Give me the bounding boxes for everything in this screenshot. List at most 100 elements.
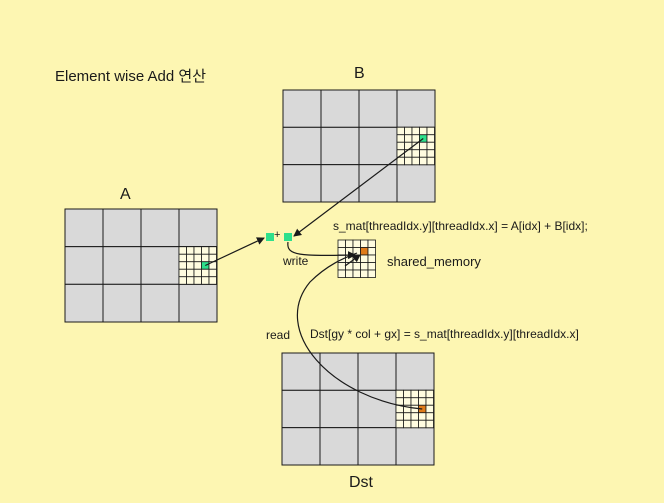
matrix-dst-thread-cell [418,397,427,406]
shared-memory-cell [345,247,354,256]
matrix-dst-block-cell [395,427,435,466]
matrix-dst-thread-cell [418,389,427,399]
matrix-b-thread-cell [419,156,428,166]
shared-memory-cell [337,269,346,278]
matrix-a-thread-cell [193,268,202,278]
matrix-b-thread-cell [396,126,405,136]
matrix-dst-thread-cell [425,389,434,399]
matrix-b-block-cell [282,164,322,203]
matrix-b-block-cell [396,164,436,203]
matrix-a-thread-cell [201,268,210,278]
matrix-a-thread-cell [186,246,195,255]
matrix-dst-thread-cell [425,404,434,414]
shared-memory-cell [367,239,376,248]
matrix-a-block-cell [64,208,104,248]
matrix-a-block-cell [102,208,142,248]
matrix-dst-thread-cell [395,389,404,399]
matrix-a-block-cell [178,283,218,323]
shared-memory-cell [367,254,376,263]
matrix-dst-thread-cell [425,412,434,421]
store-statement: Dst[gy * col + gx] = s_mat[threadIdx.y][… [310,327,579,341]
matrix-b-thread-cell [411,149,420,158]
matrix-b-thread-cell [404,149,413,158]
matrix-dst-block-cell [357,427,397,466]
matrix-dst-block-cell [281,389,321,429]
matrix-dst-matrix [281,352,435,466]
matrix-a-thread-cell [193,246,202,255]
shared-memory-cell [367,262,376,271]
matrix-dst-thread-cell [403,412,412,421]
matrix-b-thread-cell [404,126,413,136]
matrix-b-thread-cell [396,156,405,166]
matrix-a-thread-cell [186,268,195,278]
matrix-dst-thread-cell [403,419,412,429]
matrix-dst-block-cell [319,352,359,391]
matrix-b-thread-cell [419,126,428,136]
matrix-a-thread-cell [178,276,187,285]
matrix-a-thread-cell [186,253,195,263]
shared-memory-cell [337,262,346,271]
matrix-a-thread-cell [201,246,210,255]
matrix-a-thread-cell [178,261,187,270]
matrix-a-block-cell [140,283,180,323]
matrix-a-thread-cell [208,268,217,278]
shared-memory-element [360,247,369,256]
matrix-a-block-cell [140,208,180,248]
matrix-b-thread-cell [419,141,428,151]
diagram-title: Element wise Add 연산 [55,68,206,85]
add-statement: s_mat[threadIdx.y][threadIdx.x] = A[idx]… [333,219,588,233]
matrix-dst-thread-cell [395,419,404,429]
matrix-b-thread-cell [404,156,413,166]
write-label: write [283,254,309,268]
arrow-a-to-add [204,237,265,267]
matrix-a-block-cell [102,283,142,323]
matrix-b-block-cell [282,126,322,166]
matrix-b-block-cell [320,126,360,166]
read-label: read [266,328,291,342]
matrix-b-thread-cell [426,149,435,158]
operand-b-square [284,233,292,241]
matrix-dst-block-cell [357,389,397,429]
matrix-a-matrix [64,208,218,323]
shared-memory-cell [345,269,354,278]
matrix-a-thread-cell [186,276,195,285]
matrix-b-thread-cell [404,141,413,151]
operand-a-square [266,233,274,241]
matrix-dst-thread-cell [425,419,434,429]
matrix-a-label: A [120,186,131,203]
matrix-b-label: B [354,65,365,82]
matrix-dst-thread-cell [395,412,404,421]
shared-memory-cell [345,239,354,248]
shared-memory-cell [352,269,361,278]
matrix-dst-thread-cell [410,389,419,399]
matrix-b-thread-cell [426,156,435,166]
matrix-dst-thread-cell [418,412,427,421]
matrix-a-thread-cell [193,261,202,270]
matrix-b-thread-cell [411,156,420,166]
matrix-b-thread-cell [411,134,420,143]
matrix-a-block-cell [64,246,104,285]
matrix-b-thread-cell [411,126,420,136]
matrix-b-thread-cell [419,149,428,158]
plus-sign: + [274,229,281,241]
matrix-a-block-cell [102,246,142,285]
arrow-write [287,241,356,260]
matrix-b-thread-cell [426,126,435,136]
matrix-b-thread-cell [426,134,435,143]
matrix-b-block-cell [320,89,360,128]
shared-memory-cell [360,254,369,263]
matrix-a-thread-cell [208,276,217,285]
matrix-b-thread-cell [404,134,413,143]
matrix-b-block-cell [396,89,436,128]
matrix-dst-thread-cell [418,419,427,429]
shared-memory-cell [337,239,346,248]
matrix-dst-thread-cell [410,419,419,429]
matrix-a-thread-cell [186,261,195,270]
matrix-dst-block-cell [281,352,321,391]
matrix-a-thread-cell [178,253,187,263]
matrix-b-block-cell [282,89,322,128]
shared-memory-label: shared_memory [387,254,481,269]
matrix-b-thread-cell [426,141,435,151]
